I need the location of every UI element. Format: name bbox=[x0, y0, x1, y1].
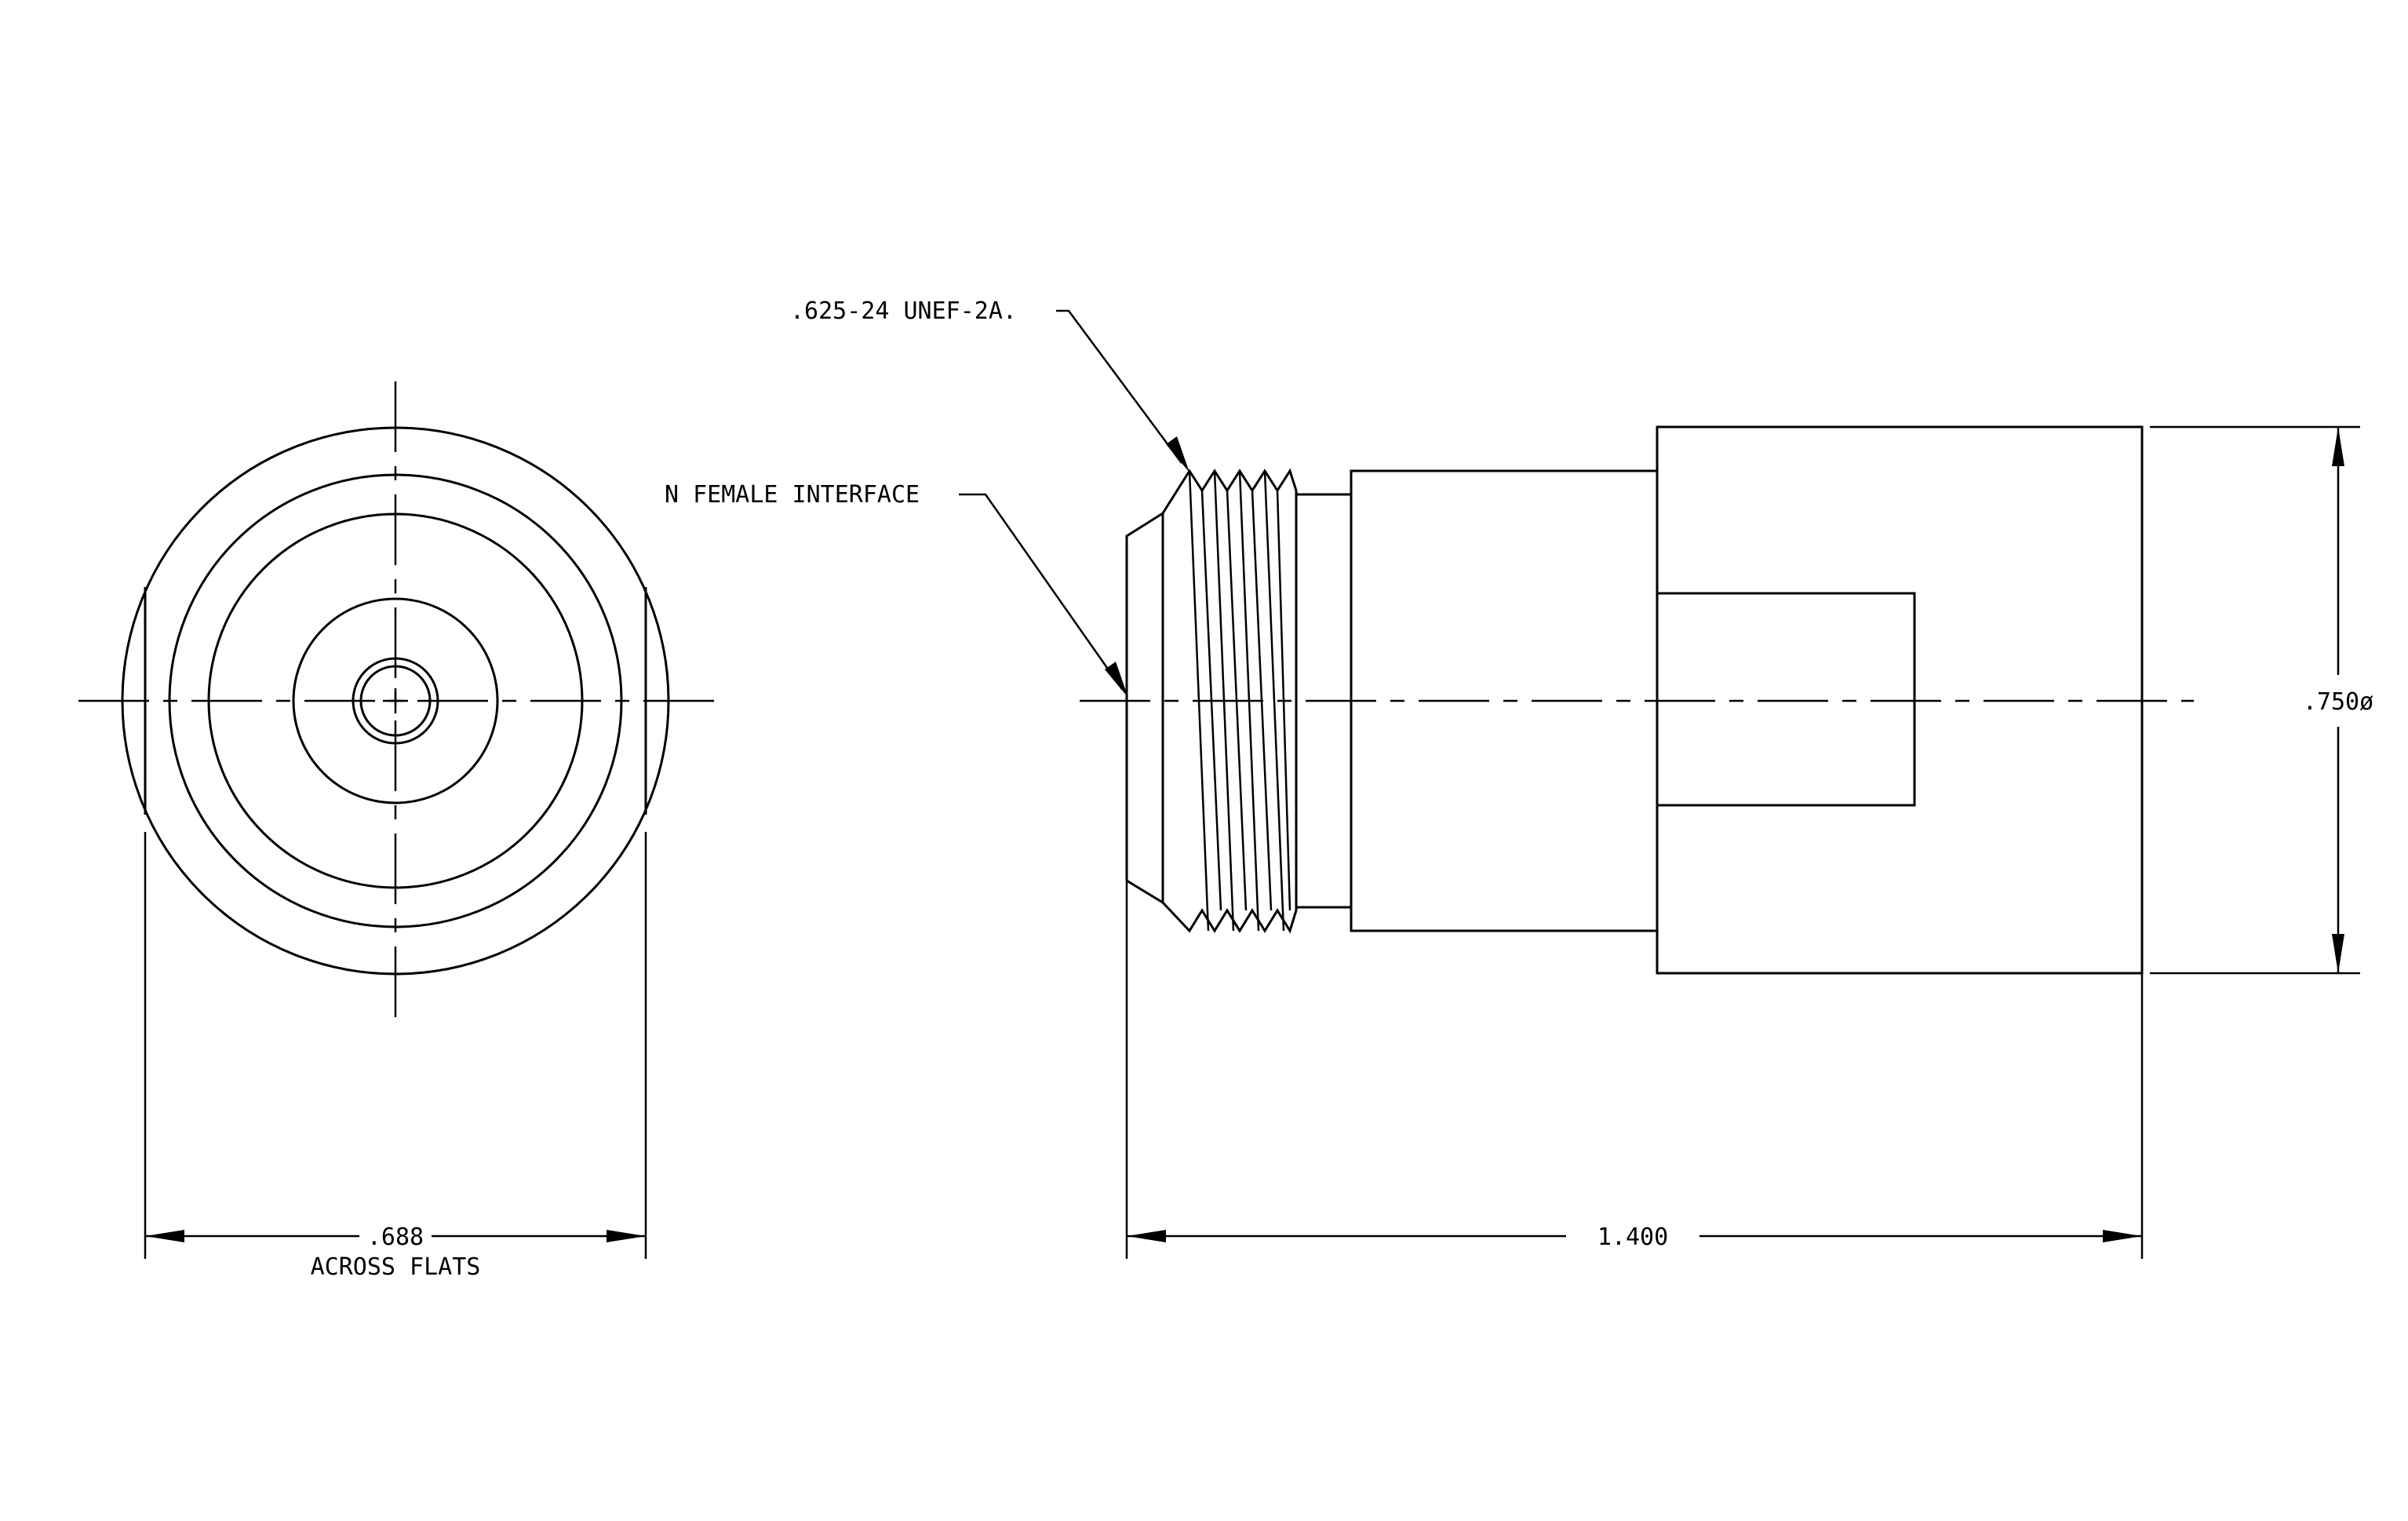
thread-callout-label: .625-24 UNEF-2A. bbox=[790, 297, 1017, 325]
diameter-arrow-bottom bbox=[2332, 934, 2344, 973]
length-arrow-left bbox=[1127, 1230, 1166, 1242]
flats-dimension-note: ACROSS FLATS bbox=[311, 1253, 481, 1281]
callouts: .625-24 UNEF-2A. N FEMALE INTERFACE bbox=[665, 297, 1189, 698]
flats-arrow-left bbox=[145, 1230, 184, 1242]
flats-dimension-value: .688 bbox=[367, 1224, 424, 1251]
thread-bottom-crests bbox=[1161, 901, 1298, 934]
thread-line-7 bbox=[1263, 470, 1285, 932]
nose-chamfer bbox=[1125, 512, 1164, 904]
length-dimension-value: 1.400 bbox=[1597, 1224, 1668, 1251]
interface-leader bbox=[959, 493, 1124, 690]
thread-leader bbox=[1056, 309, 1183, 464]
interface-leader-arrow bbox=[1105, 662, 1128, 698]
end-view: .688 ACROSS FLATS bbox=[78, 381, 714, 1281]
length-arrow-right bbox=[2103, 1230, 2142, 1242]
diameter-arrow-top bbox=[2332, 427, 2344, 466]
rear-flat bbox=[1656, 592, 1916, 807]
flats-arrow-right bbox=[607, 1230, 646, 1242]
thread-leader-arrow bbox=[1166, 436, 1189, 472]
diameter-dimension-value: .750ø bbox=[2303, 688, 2373, 716]
side-view: 1.400 .750ø bbox=[1080, 425, 2373, 1259]
interface-callout-label: N FEMALE INTERFACE bbox=[665, 481, 920, 509]
thread-top-crests bbox=[1161, 468, 1298, 514]
end-view-ring-4 bbox=[292, 597, 499, 804]
